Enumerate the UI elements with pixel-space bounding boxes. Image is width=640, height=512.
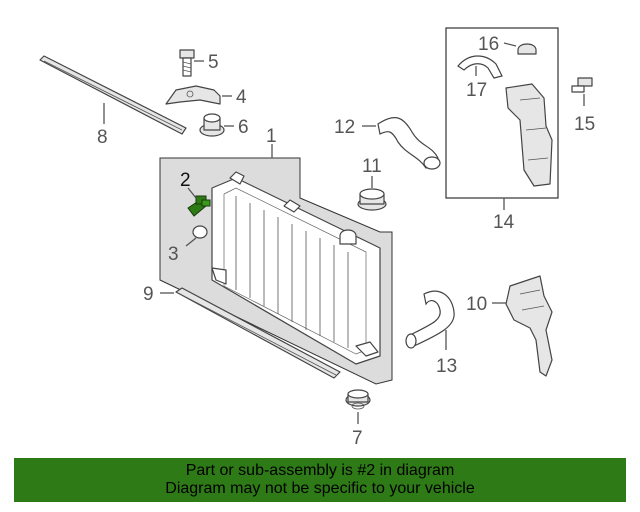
part-16-reservoir-cap[interactable]	[517, 43, 537, 55]
part-7-grommet[interactable]	[345, 389, 371, 410]
callout-5[interactable]: 5	[208, 52, 219, 73]
callout-14[interactable]: 14	[493, 212, 515, 233]
leader-3	[185, 237, 197, 247]
part-8-seal-strip[interactable]	[39, 55, 187, 135]
part-13-lower-hose[interactable]	[405, 290, 455, 349]
leader-16	[503, 42, 517, 47]
callout-16[interactable]: 16	[478, 34, 499, 55]
callout-4[interactable]: 4	[236, 87, 247, 108]
callout-12[interactable]: 12	[334, 117, 355, 138]
callout-15[interactable]: 15	[574, 114, 595, 135]
part-2-sensor-highlighted[interactable]	[187, 195, 211, 217]
part-5-bolt[interactable]	[179, 49, 195, 77]
part-14-reservoir-assembly[interactable]	[445, 27, 559, 199]
callout-13[interactable]: 13	[436, 356, 457, 377]
leader-2	[187, 187, 197, 199]
callout-3[interactable]: 3	[168, 244, 179, 265]
info-banner: Part or sub-assembly is #2 in diagram Di…	[14, 458, 626, 502]
callout-7[interactable]: 7	[352, 428, 363, 449]
part-15-clip[interactable]	[571, 77, 593, 93]
callout-17[interactable]: 17	[466, 80, 487, 101]
part-6-grommet[interactable]	[199, 113, 225, 137]
banner-line-2: Diagram may not be specific to your vehi…	[165, 480, 475, 497]
callout-8[interactable]: 8	[97, 127, 108, 148]
part-3-o-ring[interactable]	[192, 225, 208, 239]
part-11-radiator-cap[interactable]	[357, 188, 387, 211]
part-12-upper-hose[interactable]	[377, 116, 441, 170]
part-1-radiator-assembly[interactable]	[159, 157, 393, 385]
callout-2[interactable]: 2	[180, 170, 191, 191]
callout-11[interactable]: 11	[362, 156, 382, 177]
callout-1[interactable]: 1	[266, 126, 277, 147]
callout-9[interactable]: 9	[143, 284, 154, 305]
banner-line-1: Part or sub-assembly is #2 in diagram	[185, 462, 455, 479]
part-4-bracket[interactable]	[165, 85, 221, 105]
part-17-overflow-hose[interactable]	[457, 55, 503, 79]
part-10-air-guide[interactable]	[505, 275, 553, 377]
callout-10[interactable]: 10	[466, 294, 487, 315]
callout-6[interactable]: 6	[238, 117, 249, 138]
part-9-lower-seal-strip[interactable]	[175, 287, 341, 379]
